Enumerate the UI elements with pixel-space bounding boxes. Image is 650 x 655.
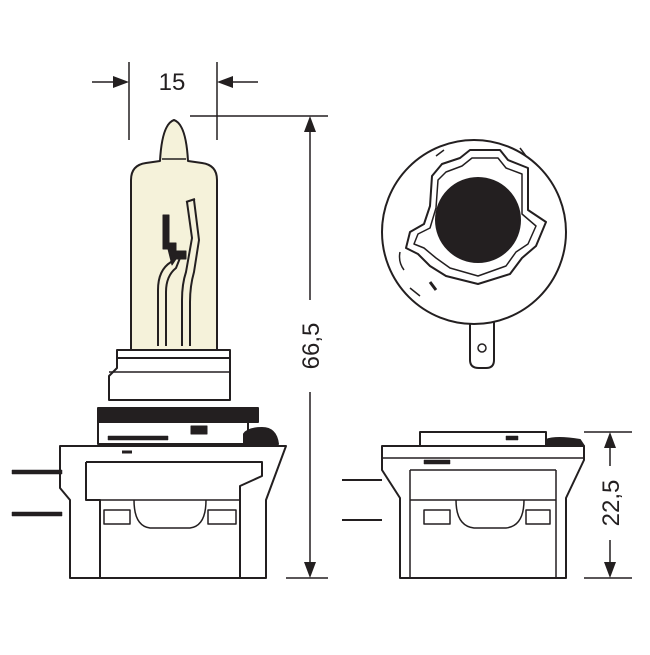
arrow-base-top xyxy=(604,432,616,448)
terminal-pin-bottom xyxy=(11,511,63,517)
dimension-label-base-height: 22,5 xyxy=(598,480,625,527)
side-window-left xyxy=(423,509,451,525)
base-window-left xyxy=(103,509,131,525)
side-view-tab xyxy=(545,437,585,447)
arrow-height-top xyxy=(304,116,316,132)
top-view xyxy=(381,139,567,369)
base-window-right xyxy=(207,509,237,525)
front-view xyxy=(11,119,287,579)
flange-tab xyxy=(243,427,279,445)
dimension-arrows xyxy=(113,76,616,578)
side-view-upper-block xyxy=(419,431,547,447)
dimension-label-overall-height: 66,5 xyxy=(298,323,325,370)
filament-coil xyxy=(162,214,187,266)
top-view-key-hole xyxy=(477,343,487,353)
top-view-bulb-center xyxy=(435,177,521,263)
arrow-width-right xyxy=(217,76,233,88)
bulb-collar xyxy=(108,357,231,401)
arrow-height-bottom xyxy=(304,562,316,578)
side-view xyxy=(342,431,585,579)
terminal-pin-top xyxy=(11,469,63,475)
top-view-key-tab xyxy=(469,318,495,369)
arrow-base-bottom xyxy=(604,562,616,578)
base-housing xyxy=(59,445,287,579)
filament-assembly xyxy=(157,198,200,346)
flange-notch xyxy=(190,425,208,435)
top-view-bayonet xyxy=(405,149,547,285)
side-view-housing xyxy=(381,445,585,579)
glass-bulb xyxy=(130,119,218,351)
arrow-width-left xyxy=(113,76,129,88)
flange-body xyxy=(97,421,249,445)
side-window-right xyxy=(525,509,551,525)
bulb-neck xyxy=(116,349,231,359)
flange-plate xyxy=(97,407,259,423)
dimension-label-width: 15 xyxy=(159,69,186,96)
